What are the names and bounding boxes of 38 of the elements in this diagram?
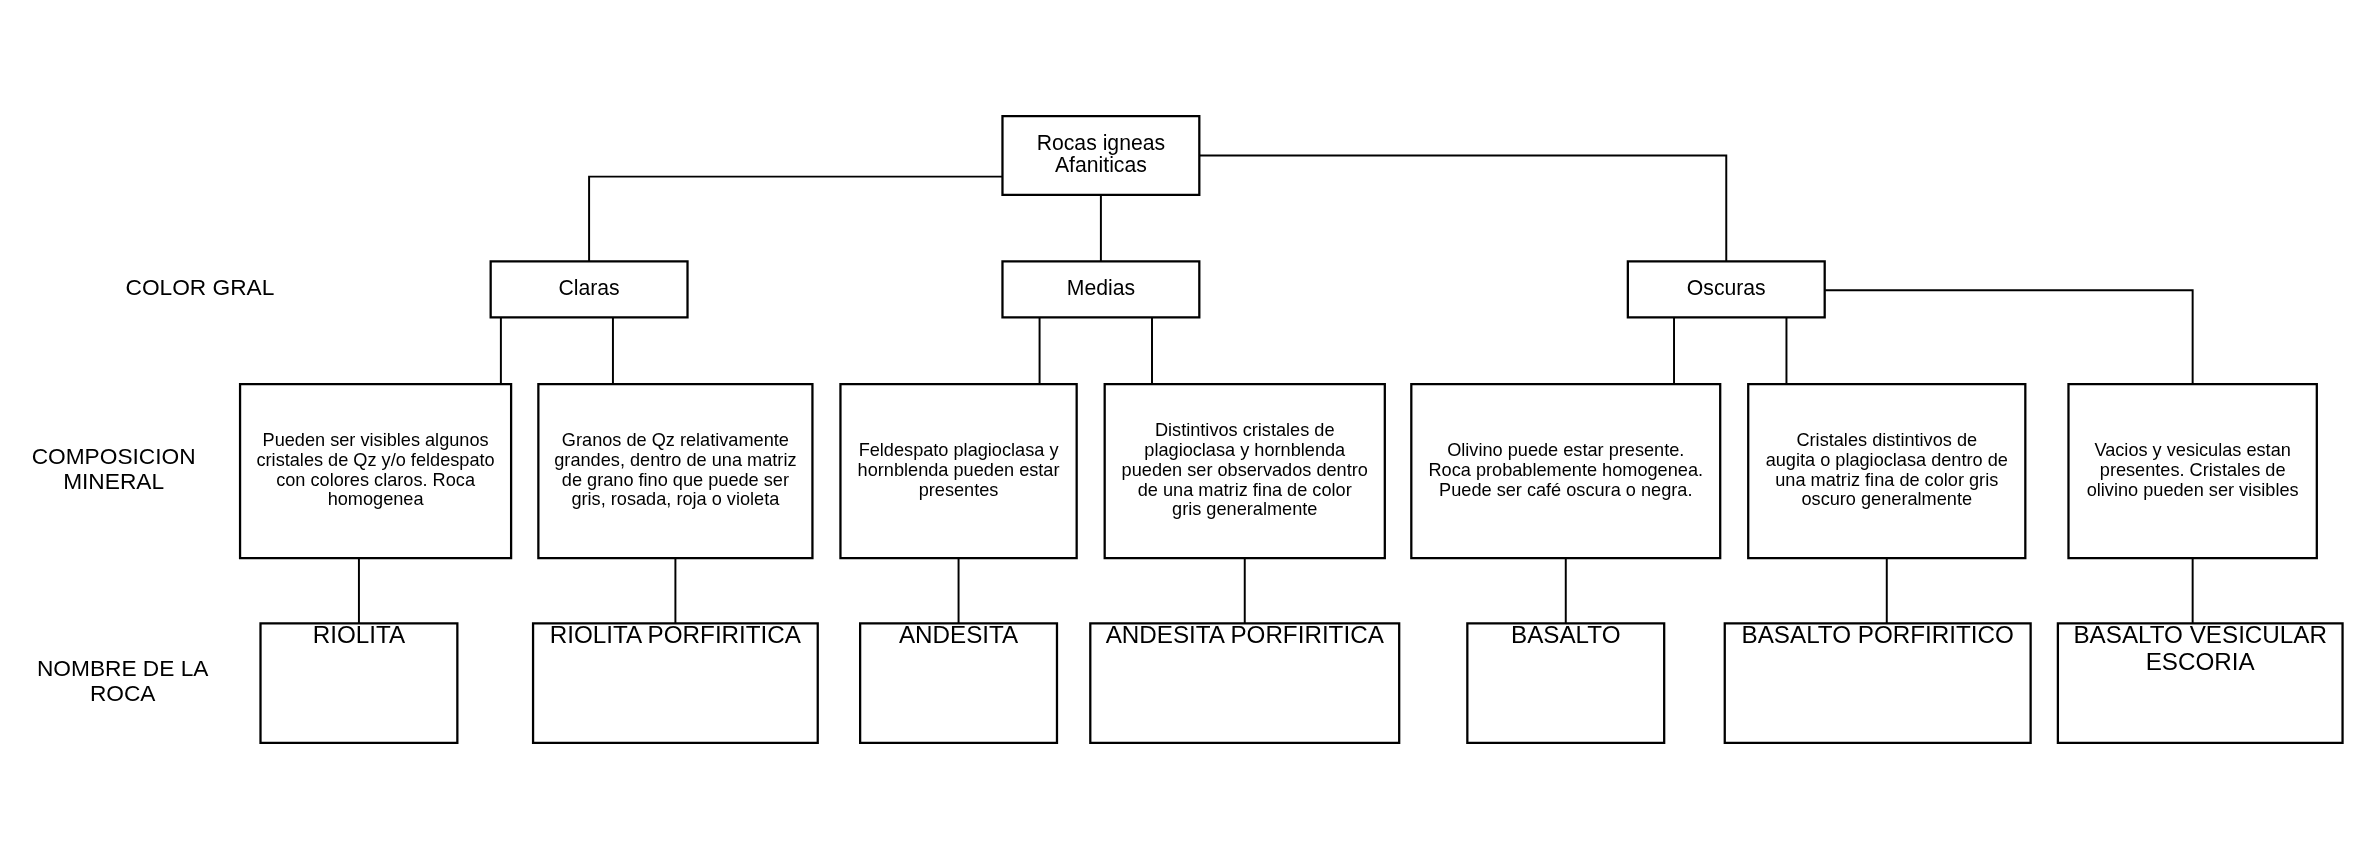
connector (499, 316, 502, 385)
connector (1099, 193, 1102, 263)
connector (588, 175, 1004, 262)
node-box: Distintivos cristales de plagioclasa y hornblenda pueden ser observados dentro de una matriz fina de color gris generalmente (1103, 382, 1386, 560)
connector (1243, 557, 1246, 624)
node-box: Feldespato plagioclasa y hornblenda pueden estar presentes (839, 382, 1078, 560)
connector (1151, 316, 1153, 385)
node-box: ANDESITA PORFIRITICA (1089, 622, 1401, 745)
node-box: Pueden ser visibles algunos cristales de Qz y/o feldespato con colores claros. Roca homogenea (238, 382, 513, 560)
node-box: BASALTO PORFIRITICO (1723, 622, 2032, 745)
node-box: Granos de Qz relativamente grandes, dentro de una matriz de grano fino que puede ser gris, rosada, roja o violeta (537, 382, 814, 560)
connector (674, 557, 677, 624)
node-box: RIOLITA PORFIRITICA (531, 622, 819, 745)
node-box: RIOLITA (259, 622, 459, 745)
node-box: Vacios y vesiculas estan presentes. Cristales de olivino pueden ser visibles (2067, 382, 2318, 560)
connector (1038, 316, 1041, 385)
connector (1785, 316, 1788, 385)
connector (1885, 557, 1888, 624)
connector (957, 557, 960, 624)
node-box: Medias (1001, 260, 1201, 319)
node-box: BASALTO VESICULAR ESCORIA (2056, 622, 2344, 745)
connector (1673, 316, 1675, 385)
label: COLOR GRAL (125, 273, 275, 300)
connector (2191, 557, 2194, 624)
connector (611, 316, 614, 385)
node-box: Claras (489, 260, 689, 319)
node-box: Olivino puede estar presente. Roca probablemente homogenea. Puede ser café oscura o negra. (1410, 382, 1722, 560)
node-box: ANDESITA (859, 622, 1059, 745)
connector (357, 557, 360, 624)
connector (1824, 289, 2194, 385)
connector (1199, 154, 1728, 262)
label: NOMBRE DE LA ROCA (36, 654, 209, 707)
node-box: Cristales distintivos de augita o plagioclasa dentro de una matriz fina de color gris oscuro generalmente (1747, 382, 2027, 560)
label: COMPOSICION MINERAL (31, 442, 196, 495)
node-box: BASALTO (1466, 622, 1666, 745)
connector (1564, 557, 1567, 624)
node-box: Oscuras (1626, 260, 1826, 319)
node-box: Rocas igneas Afaniticas (1001, 114, 1201, 196)
